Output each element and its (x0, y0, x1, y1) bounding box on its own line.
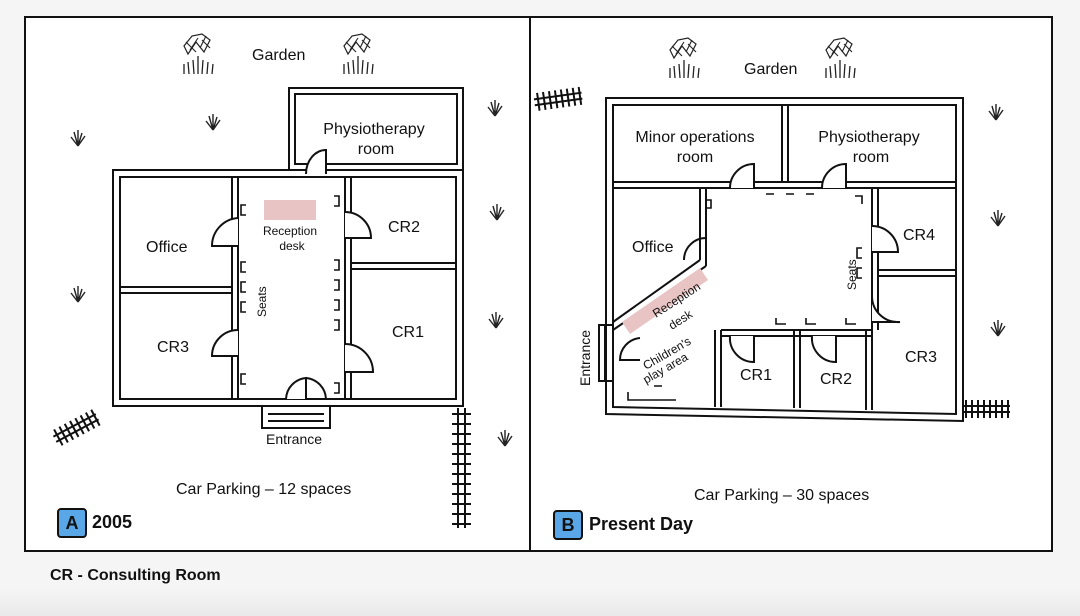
grass-icon (489, 203, 505, 221)
plan-a (112, 87, 464, 429)
grass-icon (488, 311, 504, 329)
plan-b-minor-ops-label-2: room (677, 149, 713, 166)
grass-icon (70, 285, 86, 303)
plan-b-physio-label: Physiotherapy (818, 129, 919, 146)
plan-b-year: Present Day (589, 514, 694, 534)
plan-b-bush-icon (825, 37, 856, 79)
plan-b-physio-label-2: room (853, 149, 889, 166)
plan-a-fence-right (451, 407, 472, 529)
plan-a-reception-label: Reception (263, 224, 317, 238)
grass-icon (988, 103, 1004, 121)
plan-b-entrance-label: Entrance (577, 330, 593, 386)
plan-b-minor-ops-label: Minor operations (635, 129, 754, 146)
grass-icon (990, 319, 1006, 337)
plan-a-bush-icon (183, 33, 214, 75)
plan-a-reception-label-2: desk (279, 239, 305, 253)
plan-a-seats-label: Seats (255, 286, 269, 317)
plan-a-cr2-label: CR2 (388, 219, 420, 236)
grass-icon (990, 209, 1006, 227)
plan-a-cr1-label: CR1 (392, 324, 424, 341)
plan-a-entrance-label: Entrance (266, 431, 322, 447)
plan-b-fence-right (961, 399, 1011, 419)
grass-icon (487, 99, 503, 117)
plan-a-physio-label-2: room (358, 141, 394, 158)
plan-b (598, 97, 964, 423)
plan-b-main-building (605, 97, 964, 423)
plan-a-physio-label: Physiotherapy (323, 121, 424, 138)
grass-icon (205, 113, 221, 131)
plan-b-garden-label: Garden (744, 61, 797, 78)
plan-b-cr1-label: CR1 (740, 367, 772, 384)
plan-b-cr4-label: CR4 (903, 227, 935, 244)
panel-divider (529, 16, 531, 552)
plan-a-cr3-label: CR3 (157, 339, 189, 356)
bottom-fade (0, 590, 1080, 616)
plan-a-year: 2005 (92, 512, 133, 532)
plan-a-fence-left (49, 407, 103, 449)
plan-a-bush-icon (343, 33, 374, 75)
grass-icon (497, 429, 513, 447)
plan-b-parking-label: Car Parking – 30 spaces (694, 487, 869, 504)
plan-b-seats-label: Seats (845, 259, 859, 290)
plan-a-parking-label: Car Parking – 12 spaces (176, 481, 351, 498)
plan-b-bush-icon (669, 37, 700, 79)
plan-a-garden-label: Garden (252, 47, 305, 64)
plan-a-office-label: Office (146, 239, 188, 256)
plan-a-badge: A (57, 508, 87, 538)
plan-b-cr3-label: CR3 (905, 349, 937, 366)
grass-icon (70, 129, 86, 147)
legend: CR - Consulting Room (50, 567, 221, 584)
plan-b-cr2-label: CR2 (820, 371, 852, 388)
plan-b-badge: B (553, 510, 583, 540)
plan-b-fence-left (532, 85, 585, 113)
plan-b-office-label: Office (632, 239, 674, 256)
